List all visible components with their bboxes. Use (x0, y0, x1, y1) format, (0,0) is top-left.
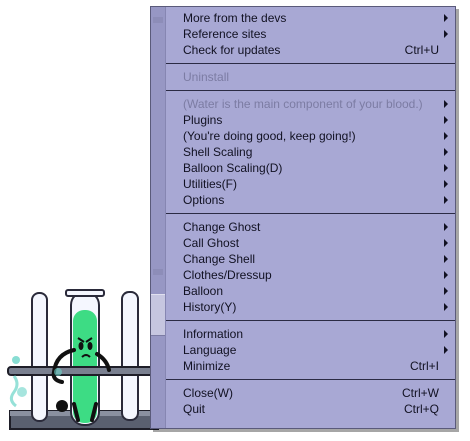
submenu-arrow-icon (444, 132, 448, 140)
mascot-mouth (81, 354, 91, 358)
menu-item-label: Utilities(F) (183, 177, 237, 191)
submenu-arrow-icon (444, 223, 448, 231)
menu-sidebar-gutter (151, 7, 166, 428)
water-splash (9, 375, 19, 408)
submenu-arrow-icon (444, 330, 448, 338)
submenu-arrow-icon (444, 287, 448, 295)
menu-item-label: Quit (183, 402, 206, 416)
mascot-eyebrows (77, 337, 93, 343)
mascot-eye-right (87, 342, 93, 350)
menu-item-label: Plugins (183, 113, 223, 127)
menu-item-water-tip[interactable]: (Water is the main component of your blo… (166, 96, 455, 112)
submenu-arrow-icon (444, 271, 448, 279)
menu-item-minimize[interactable]: Minimize Ctrl+I (166, 358, 455, 374)
menu-separator (166, 208, 455, 219)
submenu-arrow-icon (444, 164, 448, 172)
submenu-arrow-icon (444, 30, 448, 38)
test-tube-left (31, 292, 48, 422)
menu-item-change-shell[interactable]: Change Shell (166, 251, 455, 267)
menu-item-options[interactable]: Options (166, 192, 455, 208)
menu-item-label: Clothes/Dressup (183, 268, 272, 282)
menu-shortcut: Ctrl+U (404, 43, 439, 57)
menu-item-check-for-updates[interactable]: Check for updates Ctrl+U (166, 42, 455, 58)
menu-scroll-grip[interactable] (151, 294, 165, 336)
menu-item-shell-scaling[interactable]: Shell Scaling (166, 144, 455, 160)
ghost-shell-test-tube-rack[interactable] (0, 280, 165, 441)
menu-item-encouragement[interactable]: (You're doing good, keep going!) (166, 128, 455, 144)
menu-separator (166, 315, 455, 326)
gutter-mark (153, 17, 163, 23)
menu-item-label: Reference sites (183, 27, 267, 41)
submenu-arrow-icon (444, 148, 448, 156)
menu-item-label: Balloon (183, 284, 224, 298)
gutter-mark (153, 269, 163, 275)
menu-item-balloon-scaling[interactable]: Balloon Scaling(D) (166, 160, 455, 176)
menu-separator (166, 58, 455, 69)
menu-item-quit[interactable]: Quit Ctrl+Q (166, 401, 455, 417)
menu-item-change-ghost[interactable]: Change Ghost (166, 219, 455, 235)
menu-item-label: Uninstall (183, 70, 230, 84)
tube-rim (65, 289, 105, 297)
rack-crossbar (7, 366, 155, 376)
mascot-eye-left (78, 342, 84, 350)
menu-item-label: Call Ghost (183, 236, 240, 250)
mascot-legs (72, 402, 98, 422)
menu-item-label: Shell Scaling (183, 145, 253, 159)
submenu-arrow-icon (444, 303, 448, 311)
menu-item-language[interactable]: Language (166, 342, 455, 358)
menu-item-clothes-dressup[interactable]: Clothes/Dressup (166, 267, 455, 283)
menu-item-history[interactable]: History(Y) (166, 299, 455, 315)
menu-item-label: Close(W) (183, 386, 233, 400)
menu-item-label: Information (183, 327, 244, 341)
submenu-arrow-icon (444, 116, 448, 124)
menu-item-label: History(Y) (183, 300, 237, 314)
menu-item-label: Change Ghost (183, 220, 261, 234)
menu-item-uninstall: Uninstall (166, 69, 455, 85)
submenu-arrow-icon (444, 255, 448, 263)
menu-separator (166, 374, 455, 385)
bubble (12, 356, 20, 364)
menu-item-plugins[interactable]: Plugins (166, 112, 455, 128)
menu-item-balloon[interactable]: Balloon (166, 283, 455, 299)
bubble (54, 368, 62, 376)
menu-shortcut: Ctrl+Q (403, 402, 439, 416)
menu-item-label: More from the devs (183, 11, 287, 25)
mascot-hand (56, 400, 68, 412)
menu-item-label: Language (183, 343, 237, 357)
submenu-arrow-icon (444, 14, 448, 22)
context-menu: More from the devs Reference sites Check… (150, 6, 456, 429)
mascot-arm-right (95, 352, 111, 372)
bubble (17, 387, 27, 397)
menu-item-label: Check for updates (183, 43, 281, 57)
menu-separator (166, 85, 455, 96)
menu-item-more-from-devs[interactable]: More from the devs (166, 10, 455, 26)
menu-item-label: Change Shell (183, 252, 256, 266)
menu-item-label: Options (183, 193, 225, 207)
menu-shortcut: Ctrl+W (402, 386, 439, 400)
test-tube-right (121, 291, 139, 421)
submenu-arrow-icon (444, 239, 448, 247)
menu-shortcut: Ctrl+I (409, 359, 439, 373)
menu-item-call-ghost[interactable]: Call Ghost (166, 235, 455, 251)
submenu-arrow-icon (444, 196, 448, 204)
submenu-arrow-icon (444, 100, 448, 108)
menu-item-information[interactable]: Information (166, 326, 455, 342)
submenu-arrow-icon (444, 180, 448, 188)
menu-item-reference-sites[interactable]: Reference sites (166, 26, 455, 42)
submenu-arrow-icon (444, 346, 448, 354)
menu-item-label: Minimize (183, 359, 231, 373)
menu-item-label: Balloon Scaling(D) (183, 161, 283, 175)
menu-item-utilities[interactable]: Utilities(F) (166, 176, 455, 192)
menu-item-label: (You're doing good, keep going!) (183, 129, 356, 143)
menu-item-close[interactable]: Close(W) Ctrl+W (166, 385, 455, 401)
menu-items: More from the devs Reference sites Check… (166, 8, 455, 417)
menu-item-label: (Water is the main component of your blo… (183, 97, 423, 111)
